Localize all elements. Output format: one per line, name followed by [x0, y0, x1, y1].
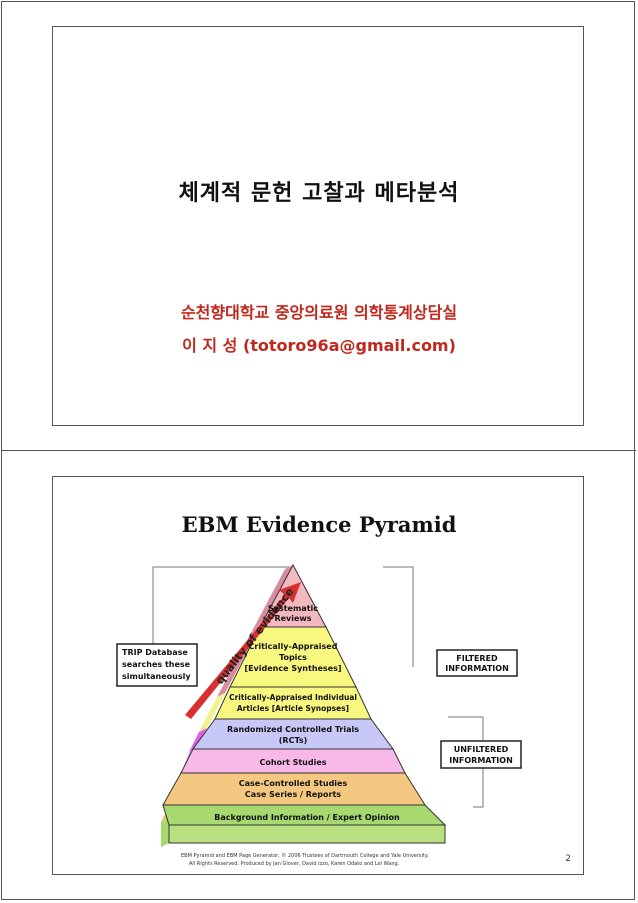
side-face-yellow [199, 693, 225, 732]
trip-box-line: simultaneously [122, 672, 191, 681]
pyramid-slide: EBM Evidence Pyramid quality of evidence… [52, 476, 584, 875]
copyright-caption: EBM Pyramid and EBM Page Generator, © 20… [181, 852, 429, 859]
slide-title: 체계적 문헌 고찰과 메타분석 [178, 181, 460, 206]
level-label: [Evidence Syntheses] [244, 664, 341, 673]
level-label: Case-Controlled Studies [239, 779, 348, 788]
level-label: Articles [Article Synopses] [237, 704, 349, 713]
page-divider [1, 450, 636, 451]
side-face-magenta [189, 728, 207, 752]
unfiltered-box-line: UNFILTERED [454, 745, 509, 754]
side-face-green [161, 818, 169, 847]
level-label: Background Information / Expert Opinion [214, 813, 400, 822]
layer-case-controlled [162, 772, 426, 806]
level-label: Randomized Controlled Trials [227, 725, 359, 734]
level-label: Critically-Appraised [249, 642, 338, 651]
pyramid-title: EBM Evidence Pyramid [181, 512, 457, 537]
layer-critically-appraised-articles [214, 686, 372, 720]
filtered-bracket-line [383, 566, 414, 667]
unfiltered-box-line: INFORMATION [449, 756, 513, 765]
unfiltered-information-box [440, 740, 522, 769]
level-label: Case Series / Reports [245, 790, 341, 799]
trip-database-box [116, 643, 198, 687]
layer-base [168, 824, 446, 844]
evidence-pyramid-figure: quality of evidence Systematic Reviews C… [116, 563, 522, 867]
trip-box-line: searches these [122, 660, 191, 669]
title-slide: 체계적 문헌 고찰과 메타분석 순천향대학교 중앙의료원 의학통계상담실 이 지… [52, 26, 584, 426]
level-label: Cohort Studies [259, 758, 326, 767]
affiliation: 순천향대학교 중앙의료원 의학통계상담실 [180, 303, 458, 322]
level-label: Topics [279, 653, 307, 662]
filtered-box-line: INFORMATION [445, 664, 509, 673]
trip-box-line: TRIP Database [122, 648, 188, 657]
level-label: Systematic [268, 604, 318, 613]
level-label: Reviews [274, 614, 311, 623]
quality-arrow-icon [185, 582, 301, 719]
level-label: Critically-Appraised Individual [229, 693, 357, 702]
level-label: (RCTs) [279, 736, 308, 745]
author-line: 이 지 성 (totoro96a@gmail.com) [182, 336, 456, 355]
copyright-caption: All Rights Reserved. Produced by Jan Glo… [189, 861, 400, 867]
page-number: 2 [565, 854, 571, 864]
filtered-box-line: FILTERED [456, 654, 498, 663]
filtered-information-box [436, 649, 518, 677]
